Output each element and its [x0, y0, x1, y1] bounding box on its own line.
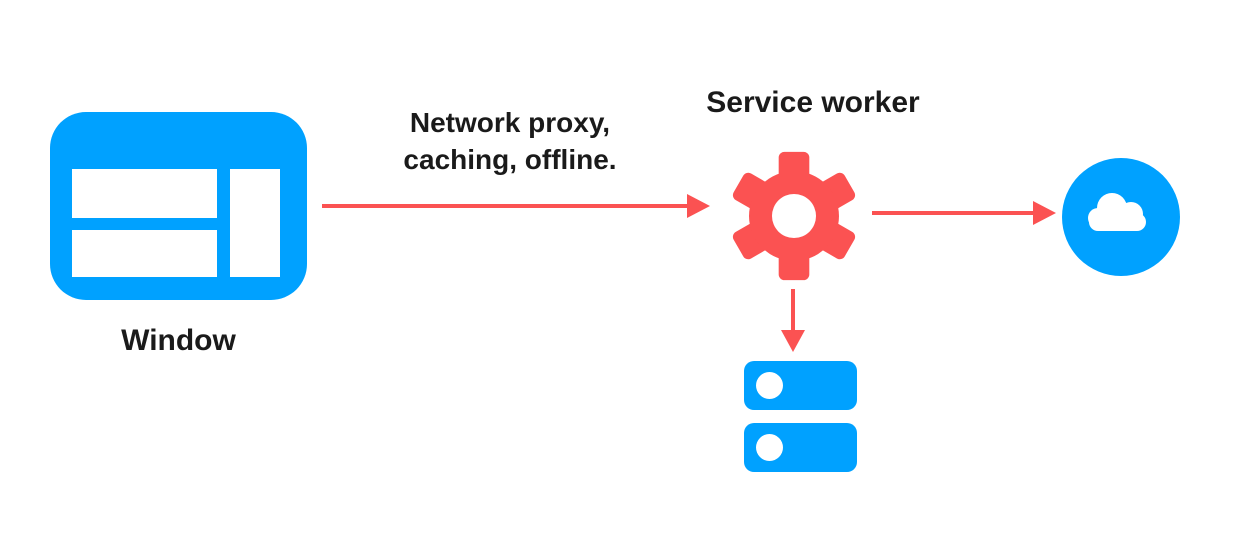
window-pane-top	[72, 169, 217, 218]
database-row	[744, 423, 857, 472]
arrow-worker-to-network-shaft	[872, 211, 1034, 215]
edge-annotation: Network proxy, caching, offline.	[355, 104, 665, 178]
arrow-window-to-worker-shaft	[322, 204, 688, 208]
database-dot	[756, 434, 783, 461]
window-label: Window	[121, 324, 236, 357]
cloud-icon	[1062, 158, 1180, 276]
arrow-window-to-worker-head	[687, 194, 710, 218]
window-pane-bottom	[72, 230, 217, 277]
database-icon	[744, 361, 857, 410]
arrow-worker-to-storage-shaft	[791, 289, 795, 331]
gear-icon	[732, 151, 856, 281]
browser-window-icon	[50, 112, 307, 300]
arrow-worker-to-network-head	[1033, 201, 1056, 225]
arrow-worker-to-storage-head	[781, 330, 805, 352]
service-worker-title: Service worker	[706, 86, 920, 119]
edge-annotation-line1: Network proxy,	[409, 107, 611, 138]
window-pane-sidebar	[230, 169, 280, 277]
edge-annotation-line2: caching, offline.	[403, 144, 617, 175]
database-dot	[756, 372, 783, 399]
cloud-glyph	[1088, 193, 1146, 231]
